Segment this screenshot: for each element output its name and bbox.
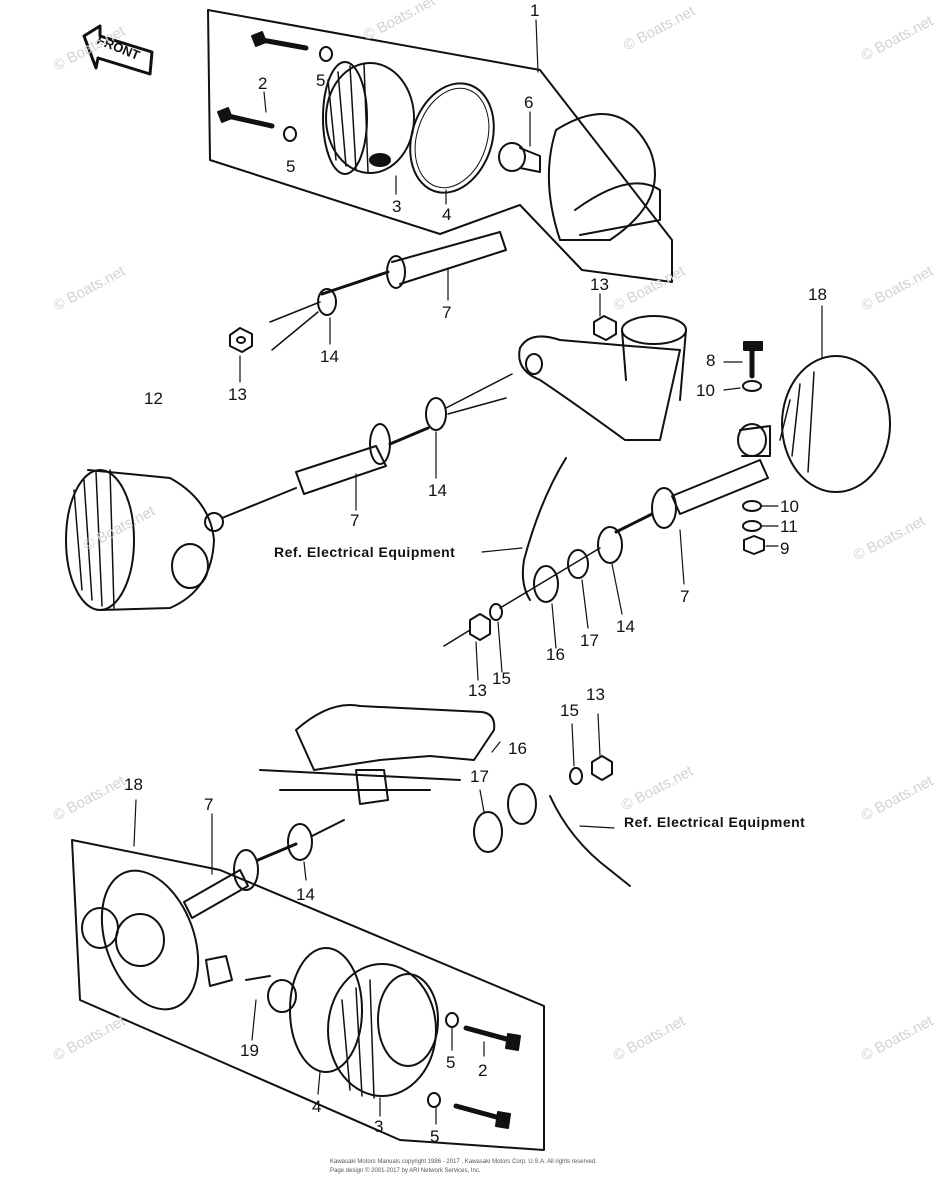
callout-part-7: 7 (204, 795, 214, 814)
lens-icon (322, 61, 415, 175)
washer-icon (489, 603, 503, 621)
gasket-icon (289, 947, 363, 1073)
callout-part-14: 14 (428, 481, 447, 500)
callout-part-13: 13 (228, 385, 247, 404)
housing-icon (547, 113, 661, 241)
bulb-icon (498, 142, 541, 173)
callout-part-9: 9 (780, 539, 790, 558)
ref-electrical-label: Ref. Electrical Equipment (274, 544, 456, 560)
callout-part-14: 14 (320, 347, 339, 366)
callout-part-13: 13 (586, 685, 605, 704)
bolt-icon (463, 1025, 521, 1051)
callout-part-15: 15 (560, 701, 579, 720)
electrical-wire (549, 795, 631, 887)
callout-part-2: 2 (258, 74, 268, 93)
stem-icon (183, 842, 298, 919)
stem-icon (614, 459, 769, 534)
ref-electrical-label: Ref. Electrical Equipment (624, 814, 806, 830)
callout-part-1: 1 (530, 1, 540, 20)
callout-part-7: 7 (350, 511, 360, 530)
callout-part-13: 13 (590, 275, 609, 294)
grommet-icon (533, 565, 559, 603)
callout-part-8: 8 (706, 351, 716, 370)
electrical-wire (521, 457, 567, 601)
callout-part-16: 16 (546, 645, 565, 664)
washer-icon (427, 1092, 441, 1108)
nut-icon (743, 535, 765, 555)
mounting-bracket-icon (518, 315, 687, 441)
callout-part-5: 5 (446, 1053, 456, 1072)
bolt-icon (217, 107, 275, 129)
socket-icon (205, 955, 233, 987)
grommet-icon (425, 397, 447, 431)
washer-icon (742, 520, 762, 532)
callout-part-18: 18 (124, 775, 143, 794)
callout-part-16: 16 (508, 739, 527, 758)
gasket-icon (409, 82, 495, 194)
assembly-1-frame (207, 9, 673, 283)
callout-part-17: 17 (580, 631, 599, 650)
grommet-icon (597, 526, 623, 564)
bolt-icon (743, 341, 763, 379)
callout-part-5: 5 (316, 71, 326, 90)
nut-icon (593, 315, 617, 341)
callout-part-4: 4 (312, 1097, 322, 1116)
lens-icon (327, 963, 439, 1099)
front-arrow-icon (82, 24, 154, 76)
callout-part-4: 4 (442, 205, 452, 224)
left-signal-lamp-icon (65, 469, 224, 611)
washer-icon (569, 767, 583, 785)
bulb-icon (245, 975, 297, 1013)
copyright-text: Kawasaki Motors Manuals copyright 1986 -… (330, 1158, 597, 1176)
grommet-icon (287, 823, 313, 861)
right-signal-lamp-icon (737, 355, 891, 493)
grommet-icon (507, 783, 537, 825)
stem-icon (320, 231, 507, 296)
callout-part-3: 3 (374, 1117, 384, 1136)
grommet-icon (473, 811, 503, 853)
washer-icon (319, 46, 333, 62)
rear-frame-icon (259, 704, 496, 805)
washer-icon (742, 380, 762, 392)
callout-part-15: 15 (492, 669, 511, 688)
washer-icon (283, 126, 297, 142)
callout-part-14: 14 (616, 617, 635, 636)
callout-part-5: 5 (286, 157, 296, 176)
copyright-line: Page design © 2001-2017 by ARI Network S… (330, 1168, 481, 1174)
callout-part-2: 2 (478, 1061, 488, 1080)
callout-part-3: 3 (392, 197, 402, 216)
callout-part-7: 7 (442, 303, 452, 322)
grommet-icon (567, 549, 589, 579)
washer-icon (742, 500, 762, 512)
stem-icon (221, 423, 430, 519)
callout-part-10: 10 (780, 497, 799, 516)
callout-part-13: 13 (468, 681, 487, 700)
nut-icon (229, 327, 253, 353)
nut-icon (591, 755, 613, 781)
callout-part-18: 18 (808, 285, 827, 304)
housing-icon (81, 869, 200, 1011)
callout-part-14: 14 (296, 885, 315, 904)
callout-part-10: 10 (696, 381, 715, 400)
nut-icon (469, 613, 491, 641)
bolt-icon (251, 31, 309, 51)
callout-part-12: 12 (144, 389, 163, 408)
callout-part-7: 7 (680, 587, 690, 606)
callout-part-17: 17 (470, 767, 489, 786)
bolt-icon (453, 1103, 511, 1129)
callout-part-6: 6 (524, 93, 534, 112)
callout-part-19: 19 (240, 1041, 259, 1060)
washer-icon (445, 1012, 459, 1028)
callout-part-5: 5 (430, 1127, 440, 1146)
copyright-line: Kawasaki Motors Manuals copyright 1986 -… (330, 1159, 597, 1165)
callout-part-11: 11 (780, 517, 798, 536)
assembly-bottom-frame (71, 839, 545, 1151)
